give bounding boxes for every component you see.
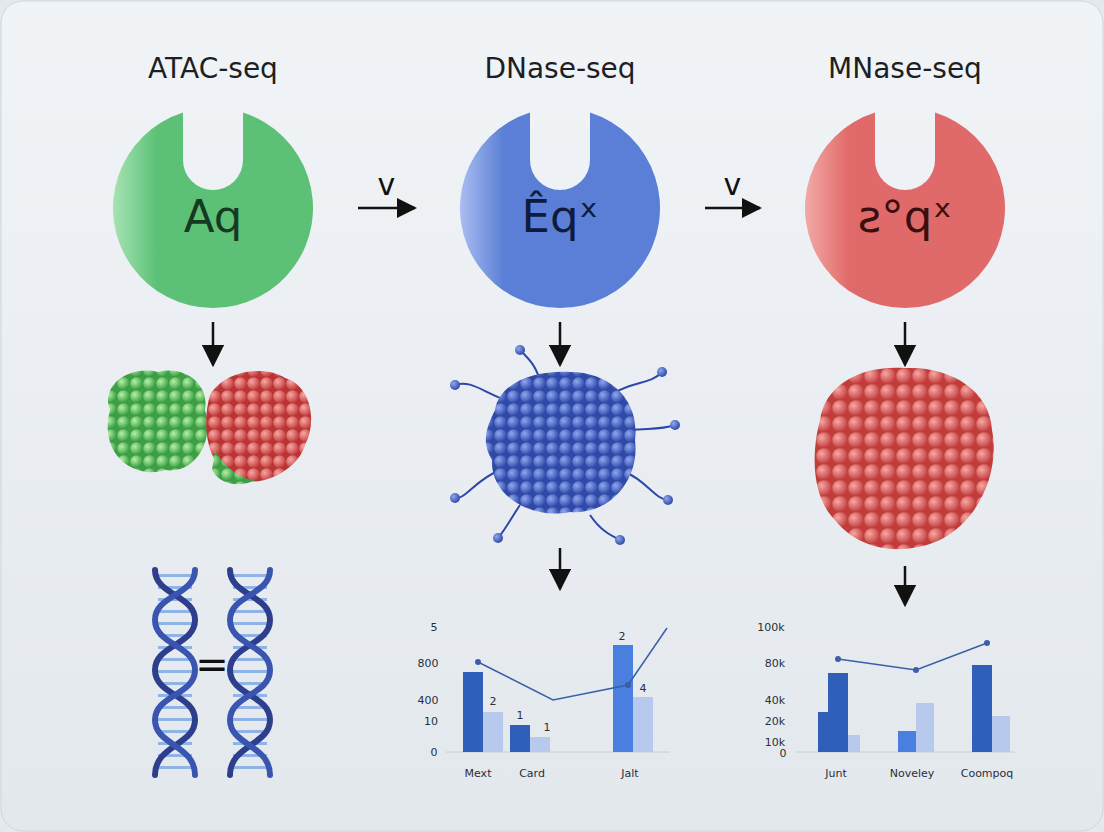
axis-tick: 0 bbox=[431, 746, 438, 759]
bar-value: 1 bbox=[517, 709, 524, 722]
notched-circle: DNase-seqÊqˣ bbox=[460, 108, 660, 308]
category-label: Card bbox=[519, 767, 545, 780]
axis-tick: 800 bbox=[418, 657, 439, 670]
arrow-label: v bbox=[378, 167, 396, 202]
category-label: Coompoq bbox=[961, 767, 1014, 780]
bar-value: 2 bbox=[490, 695, 497, 708]
arrow-label: v bbox=[724, 167, 742, 202]
axis-tick: 400 bbox=[418, 694, 439, 707]
circle-glyph: ƨ°qˣ bbox=[805, 192, 1005, 242]
circle-glyph: Êqˣ bbox=[460, 192, 660, 242]
notched-circle: MNase-seqƨ°qˣ bbox=[805, 108, 1005, 308]
category-label: Junt bbox=[825, 767, 847, 780]
flow-arrow bbox=[358, 207, 415, 210]
category-label: Jalt bbox=[621, 767, 638, 780]
category-label: Mext bbox=[465, 767, 492, 780]
axis-tick: 10 bbox=[424, 715, 438, 728]
bar-value: 2 bbox=[619, 630, 626, 643]
axis-tick: 100k bbox=[757, 621, 784, 634]
category-label: Noveley bbox=[890, 767, 935, 780]
axis-tick: 5 bbox=[431, 621, 438, 634]
flow-arrow bbox=[705, 207, 760, 210]
circle-glyph: Aq bbox=[113, 192, 313, 242]
method-heading: DNase-seq bbox=[400, 52, 720, 85]
method-heading: MNase-seq bbox=[745, 52, 1065, 85]
method-heading: ATAC-seq bbox=[53, 52, 373, 85]
notched-circle: ATAC-seqAq bbox=[113, 108, 313, 308]
bar-value: 1 bbox=[544, 721, 551, 734]
axis-tick: 80k bbox=[765, 657, 785, 670]
equals-sign: = bbox=[195, 641, 229, 687]
bar-value: 4 bbox=[640, 682, 647, 695]
axis-tick: 40k bbox=[765, 694, 785, 707]
axis-tick: 0 bbox=[780, 747, 787, 760]
axis-tick: 20k bbox=[765, 715, 785, 728]
